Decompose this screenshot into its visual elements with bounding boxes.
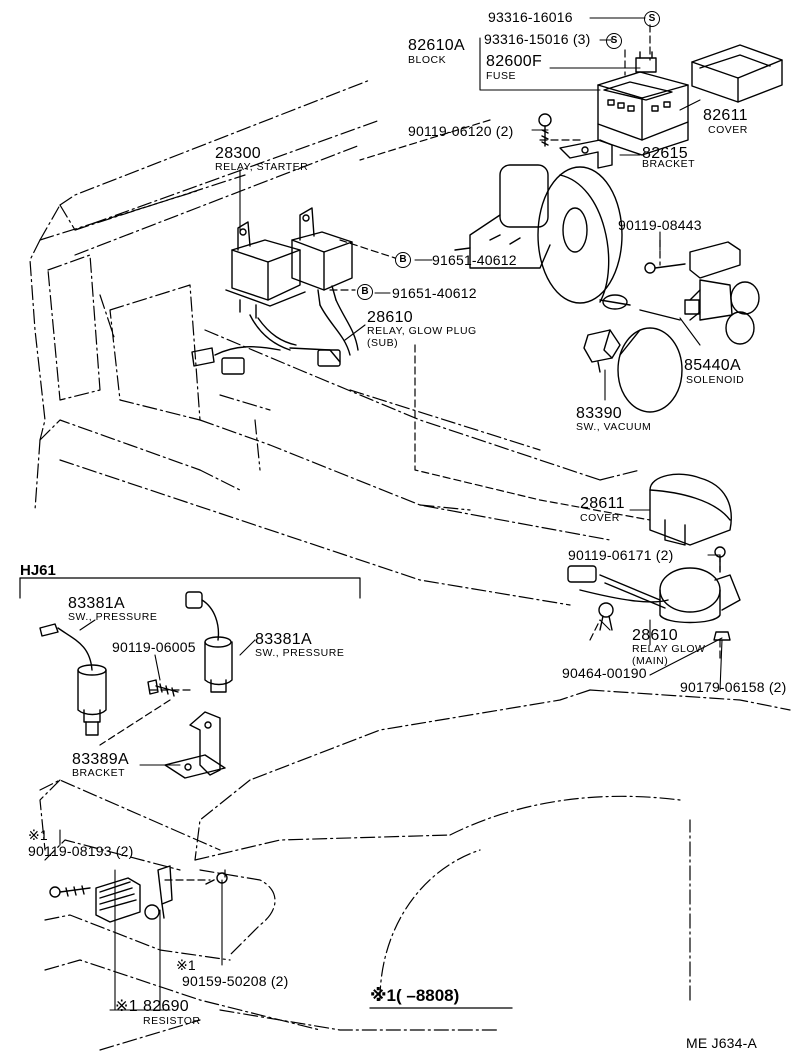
block-number: 82610A — [408, 37, 465, 54]
star1-mark-upper: ※1 — [28, 827, 48, 843]
screw-90119-06171 — [714, 546, 726, 573]
starter-relay-name: RELAY, STARTER — [215, 161, 309, 173]
block-name: BLOCK — [408, 54, 447, 66]
bracket-83389A — [164, 711, 226, 779]
screw-90119-08193 — [49, 885, 91, 898]
cover-28611-name: COVER — [580, 512, 620, 524]
glow-sub-relay-name: RELAY, GLOW PLUG — [367, 325, 477, 337]
screw-90159-50208 — [205, 872, 228, 885]
glow-main-relay-name: RELAY GLOW — [632, 643, 706, 655]
screw-90119-06120-number: 90119-06120 (2) — [408, 123, 514, 139]
nut-90179-06158 — [713, 631, 731, 641]
relay-harness — [191, 299, 359, 375]
starter-relay — [225, 221, 306, 319]
pressure-switch-right-name: SW., PRESSURE — [255, 647, 345, 659]
clip-90464-00190-number: 90464-00190 — [562, 665, 647, 681]
b-mark-icon: B — [395, 252, 411, 268]
cover-82611-number: 82611 — [703, 107, 748, 124]
resistor-number: 82690 — [143, 998, 189, 1015]
solenoid-85440A — [599, 241, 760, 345]
relay-cover-28611 — [649, 473, 732, 546]
glow-sub-relay — [291, 207, 353, 306]
bracket-82615 — [559, 139, 613, 169]
glow-main-relay-number: 28610 — [632, 627, 678, 644]
part-93316-16016-number: 93316-16016 — [488, 9, 573, 25]
pressure-switch-left-number: 83381A — [68, 595, 125, 612]
pressure-switch-left-name: SW., PRESSURE — [68, 611, 158, 623]
pressure-switch-right-number: 83381A — [255, 631, 312, 648]
starter-relay-number: 28300 — [215, 145, 261, 162]
fuse-block — [597, 71, 689, 156]
fuse — [635, 51, 657, 73]
glow-main-relay-sub: (MAIN) — [632, 655, 669, 667]
glow-main-relay — [567, 565, 741, 631]
bracket-82615-number: 82615 — [642, 145, 688, 162]
cover-28611-number: 28611 — [580, 495, 625, 512]
resistor-name: RESISTOR — [143, 1015, 201, 1027]
footnote-label: ※1( –8808) — [370, 986, 460, 1005]
bracket-82615-name: BRACKET — [642, 158, 696, 170]
bolt-91651-40612-lower-number: 91651-40612 — [392, 285, 477, 301]
bracket-83389A-name: BRACKET — [72, 767, 126, 779]
bolt-90119-06005 — [147, 679, 179, 697]
nut-90179-06158-number: 90179-06158 (2) — [680, 679, 787, 695]
screw-90119-08443-number: 90119-08443 — [618, 217, 702, 233]
solenoid-number: 85440A — [684, 357, 741, 374]
vehicle-body-outline — [29, 79, 791, 1051]
vacuum-switch — [583, 329, 621, 373]
hj61-section-bracket — [19, 577, 361, 599]
pressure-switch-left — [39, 623, 107, 736]
resistor-82690 — [95, 865, 173, 923]
vacuum-canister — [617, 327, 683, 413]
s-mark-icon: S — [606, 33, 622, 49]
pressure-switch-right — [185, 591, 233, 693]
solenoid-name: SOLENOID — [686, 374, 745, 386]
leader-lines — [59, 17, 723, 1011]
bolt-91651-40612-upper-number: 91651-40612 — [432, 252, 517, 268]
cover-82611-name: COVER — [708, 124, 748, 136]
screw-90119-06171-number: 90119-06171 (2) — [568, 547, 674, 563]
glow-sub-relay-sub: (SUB) — [367, 337, 399, 349]
glow-sub-relay-number: 28610 — [367, 309, 413, 326]
vacuum-switch-name: SW., VACUUM — [576, 421, 652, 433]
vacuum-switch-number: 83390 — [576, 405, 622, 422]
dashed-leaders — [99, 24, 721, 881]
screw-90119-06120 — [538, 113, 552, 147]
bolt-90119-06005-number: 90119-06005 — [112, 639, 196, 655]
block-cover — [691, 44, 783, 103]
fuse-number: 82600F — [486, 53, 543, 70]
brake-booster — [454, 164, 623, 304]
part-93316-15016-number: 93316-15016 (3) — [484, 31, 591, 47]
screw-90119-08193-number: 90119-08193 (2) — [28, 843, 134, 859]
s-mark-icon: S — [644, 11, 660, 27]
star1-mark-lower: ※1 — [176, 957, 196, 973]
resistor-star1-mark: ※1 — [115, 998, 138, 1015]
bracket-83389A-number: 83389A — [72, 751, 129, 768]
screw-90119-08443 — [644, 262, 686, 274]
hj61-section-label: HJ61 — [20, 562, 56, 579]
page-code: ME J634-A — [686, 1035, 758, 1051]
fuse-name: FUSE — [486, 70, 517, 82]
b-mark-icon: B — [357, 284, 373, 300]
screw-90159-50208-number: 90159-50208 (2) — [182, 973, 289, 989]
